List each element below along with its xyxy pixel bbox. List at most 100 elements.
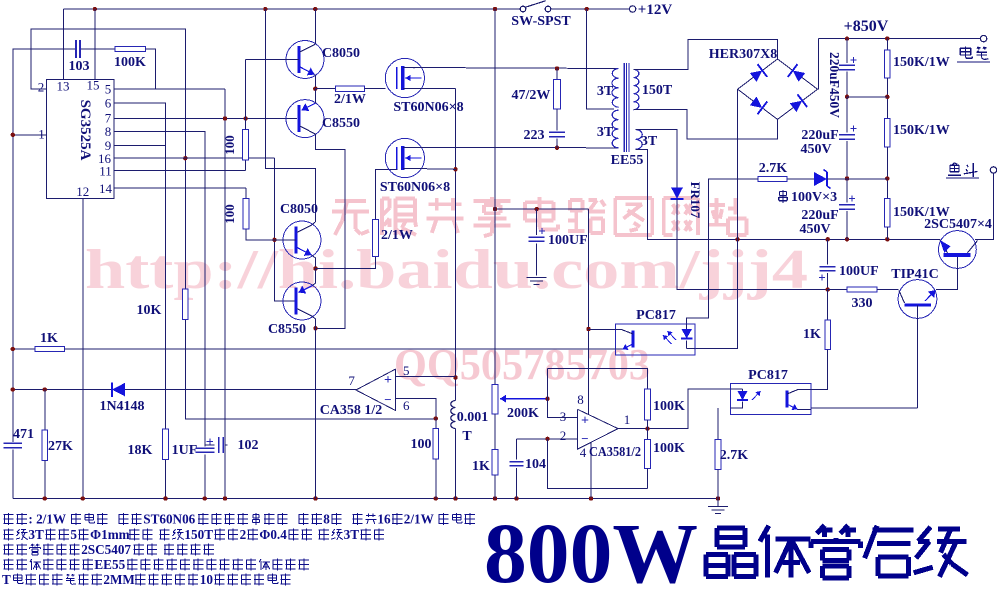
svg-text:1UF: 1UF bbox=[172, 443, 198, 458]
svg-text:5: 5 bbox=[105, 82, 112, 97]
svg-text:16: 16 bbox=[98, 151, 112, 166]
svg-text:13: 13 bbox=[57, 79, 70, 94]
svg-text:800W: 800W bbox=[484, 505, 698, 596]
svg-text:3T: 3T bbox=[641, 134, 658, 149]
svg-text:100K: 100K bbox=[653, 399, 685, 414]
svg-text:+: + bbox=[581, 414, 589, 429]
svg-text:102: 102 bbox=[238, 438, 259, 453]
svg-text:16: 16 bbox=[377, 511, 391, 526]
svg-text:EE55: EE55 bbox=[94, 557, 125, 572]
svg-text:SG3525A: SG3525A bbox=[77, 100, 93, 161]
svg-text:3T: 3T bbox=[28, 527, 44, 542]
svg-text:220uF: 220uF bbox=[801, 208, 838, 223]
svg-text:C8550: C8550 bbox=[268, 322, 306, 337]
svg-text:2: 2 bbox=[560, 428, 567, 443]
svg-text:10K: 10K bbox=[137, 303, 162, 318]
svg-text:8: 8 bbox=[323, 511, 330, 526]
svg-text:7: 7 bbox=[105, 111, 112, 126]
svg-text:2.7K: 2.7K bbox=[720, 448, 749, 463]
svg-text:Φ0.4: Φ0.4 bbox=[259, 527, 287, 542]
svg-text:−: − bbox=[581, 431, 588, 446]
svg-text:1: 1 bbox=[38, 127, 45, 142]
svg-text:0.001: 0.001 bbox=[457, 410, 489, 425]
svg-text:15: 15 bbox=[87, 78, 100, 93]
svg-text:HER307X8: HER307X8 bbox=[709, 47, 777, 62]
svg-text:1K: 1K bbox=[40, 331, 58, 346]
svg-text:223: 223 bbox=[524, 128, 545, 143]
svg-text:2: 2 bbox=[240, 527, 247, 542]
svg-text:C8050: C8050 bbox=[280, 202, 318, 217]
svg-text:100K: 100K bbox=[114, 55, 146, 70]
svg-text:http://hi.baidu.com/jjj4: http://hi.baidu.com/jjj4 bbox=[85, 239, 808, 301]
svg-text:1K: 1K bbox=[472, 459, 490, 474]
svg-text:12: 12 bbox=[76, 184, 89, 199]
svg-text:150T: 150T bbox=[642, 83, 673, 98]
svg-text:27K: 27K bbox=[48, 439, 73, 454]
svg-text:7: 7 bbox=[348, 373, 355, 388]
svg-text:Φ1mm: Φ1mm bbox=[90, 527, 130, 542]
svg-text:6: 6 bbox=[105, 96, 112, 111]
svg-text:PC817: PC817 bbox=[636, 308, 676, 323]
svg-text:450V: 450V bbox=[799, 222, 830, 237]
svg-text:100UF: 100UF bbox=[548, 233, 588, 248]
svg-text:18K: 18K bbox=[128, 443, 153, 458]
svg-text:C8050: C8050 bbox=[322, 46, 360, 61]
svg-text:150K/1W: 150K/1W bbox=[893, 123, 950, 138]
svg-text:CA358 1/2: CA358 1/2 bbox=[320, 403, 383, 418]
svg-text:3T: 3T bbox=[344, 527, 360, 542]
svg-text:ST60N06×8: ST60N06×8 bbox=[380, 180, 450, 195]
svg-text:PC817: PC817 bbox=[748, 368, 788, 383]
svg-text:220uF450V: 220uF450V bbox=[827, 52, 842, 118]
svg-text:EE55: EE55 bbox=[611, 153, 644, 168]
svg-text:1: 1 bbox=[624, 412, 631, 427]
svg-text:3T: 3T bbox=[597, 125, 614, 140]
svg-text:SW-SPST: SW-SPST bbox=[511, 14, 571, 29]
svg-text:2SC5407×4: 2SC5407×4 bbox=[924, 217, 992, 232]
svg-text:100K: 100K bbox=[653, 441, 685, 456]
svg-text:5: 5 bbox=[403, 363, 410, 378]
svg-text:150T: 150T bbox=[184, 527, 213, 542]
svg-text:14: 14 bbox=[99, 181, 113, 196]
svg-text:2/1W: 2/1W bbox=[381, 228, 413, 243]
svg-text:100V×3: 100V×3 bbox=[791, 190, 837, 205]
svg-text:47/2W: 47/2W bbox=[512, 88, 551, 103]
svg-text:+12V: +12V bbox=[638, 2, 673, 18]
svg-text:100: 100 bbox=[222, 204, 237, 224]
svg-text:1N4148: 1N4148 bbox=[99, 399, 144, 414]
svg-text:8: 8 bbox=[105, 124, 112, 139]
svg-text:5: 5 bbox=[70, 527, 77, 542]
svg-text:+: + bbox=[384, 373, 392, 388]
svg-text:+850V: +850V bbox=[844, 18, 889, 35]
svg-text:ST60N06: ST60N06 bbox=[143, 511, 195, 526]
svg-text:CA3581/2: CA3581/2 bbox=[589, 445, 641, 460]
svg-text:−: − bbox=[384, 392, 391, 407]
svg-text:150K/1W: 150K/1W bbox=[893, 55, 950, 70]
svg-text:QQ505785703: QQ505785703 bbox=[394, 340, 650, 389]
svg-text:2: 2 bbox=[38, 80, 45, 95]
svg-text:104: 104 bbox=[525, 457, 546, 472]
svg-text:100: 100 bbox=[411, 437, 432, 452]
svg-text:11: 11 bbox=[99, 164, 112, 179]
svg-text:103: 103 bbox=[69, 59, 90, 74]
svg-text:FR107: FR107 bbox=[688, 182, 703, 219]
svg-text:200K: 200K bbox=[507, 406, 539, 421]
svg-text:450V: 450V bbox=[800, 142, 831, 157]
svg-text:6: 6 bbox=[403, 398, 410, 413]
svg-text:471: 471 bbox=[13, 427, 34, 442]
svg-text:TIP41C: TIP41C bbox=[891, 267, 938, 282]
svg-text:3T: 3T bbox=[597, 84, 614, 99]
svg-text:220uF: 220uF bbox=[801, 128, 838, 143]
svg-text:1K: 1K bbox=[803, 327, 821, 342]
svg-text:T: T bbox=[2, 572, 11, 587]
svg-text:100UF: 100UF bbox=[839, 264, 879, 279]
svg-text:330: 330 bbox=[852, 296, 873, 311]
svg-text:100: 100 bbox=[222, 135, 237, 155]
svg-text:150K/1W: 150K/1W bbox=[893, 205, 950, 220]
svg-text:2/1W: 2/1W bbox=[404, 511, 434, 526]
svg-text:: 2/1W: : 2/1W bbox=[28, 511, 66, 526]
svg-text:10: 10 bbox=[200, 572, 214, 587]
svg-text:2MM: 2MM bbox=[103, 572, 135, 587]
svg-text:2.7K: 2.7K bbox=[759, 161, 788, 176]
svg-text:8: 8 bbox=[577, 392, 584, 407]
svg-text:2SC5407: 2SC5407 bbox=[81, 542, 131, 557]
